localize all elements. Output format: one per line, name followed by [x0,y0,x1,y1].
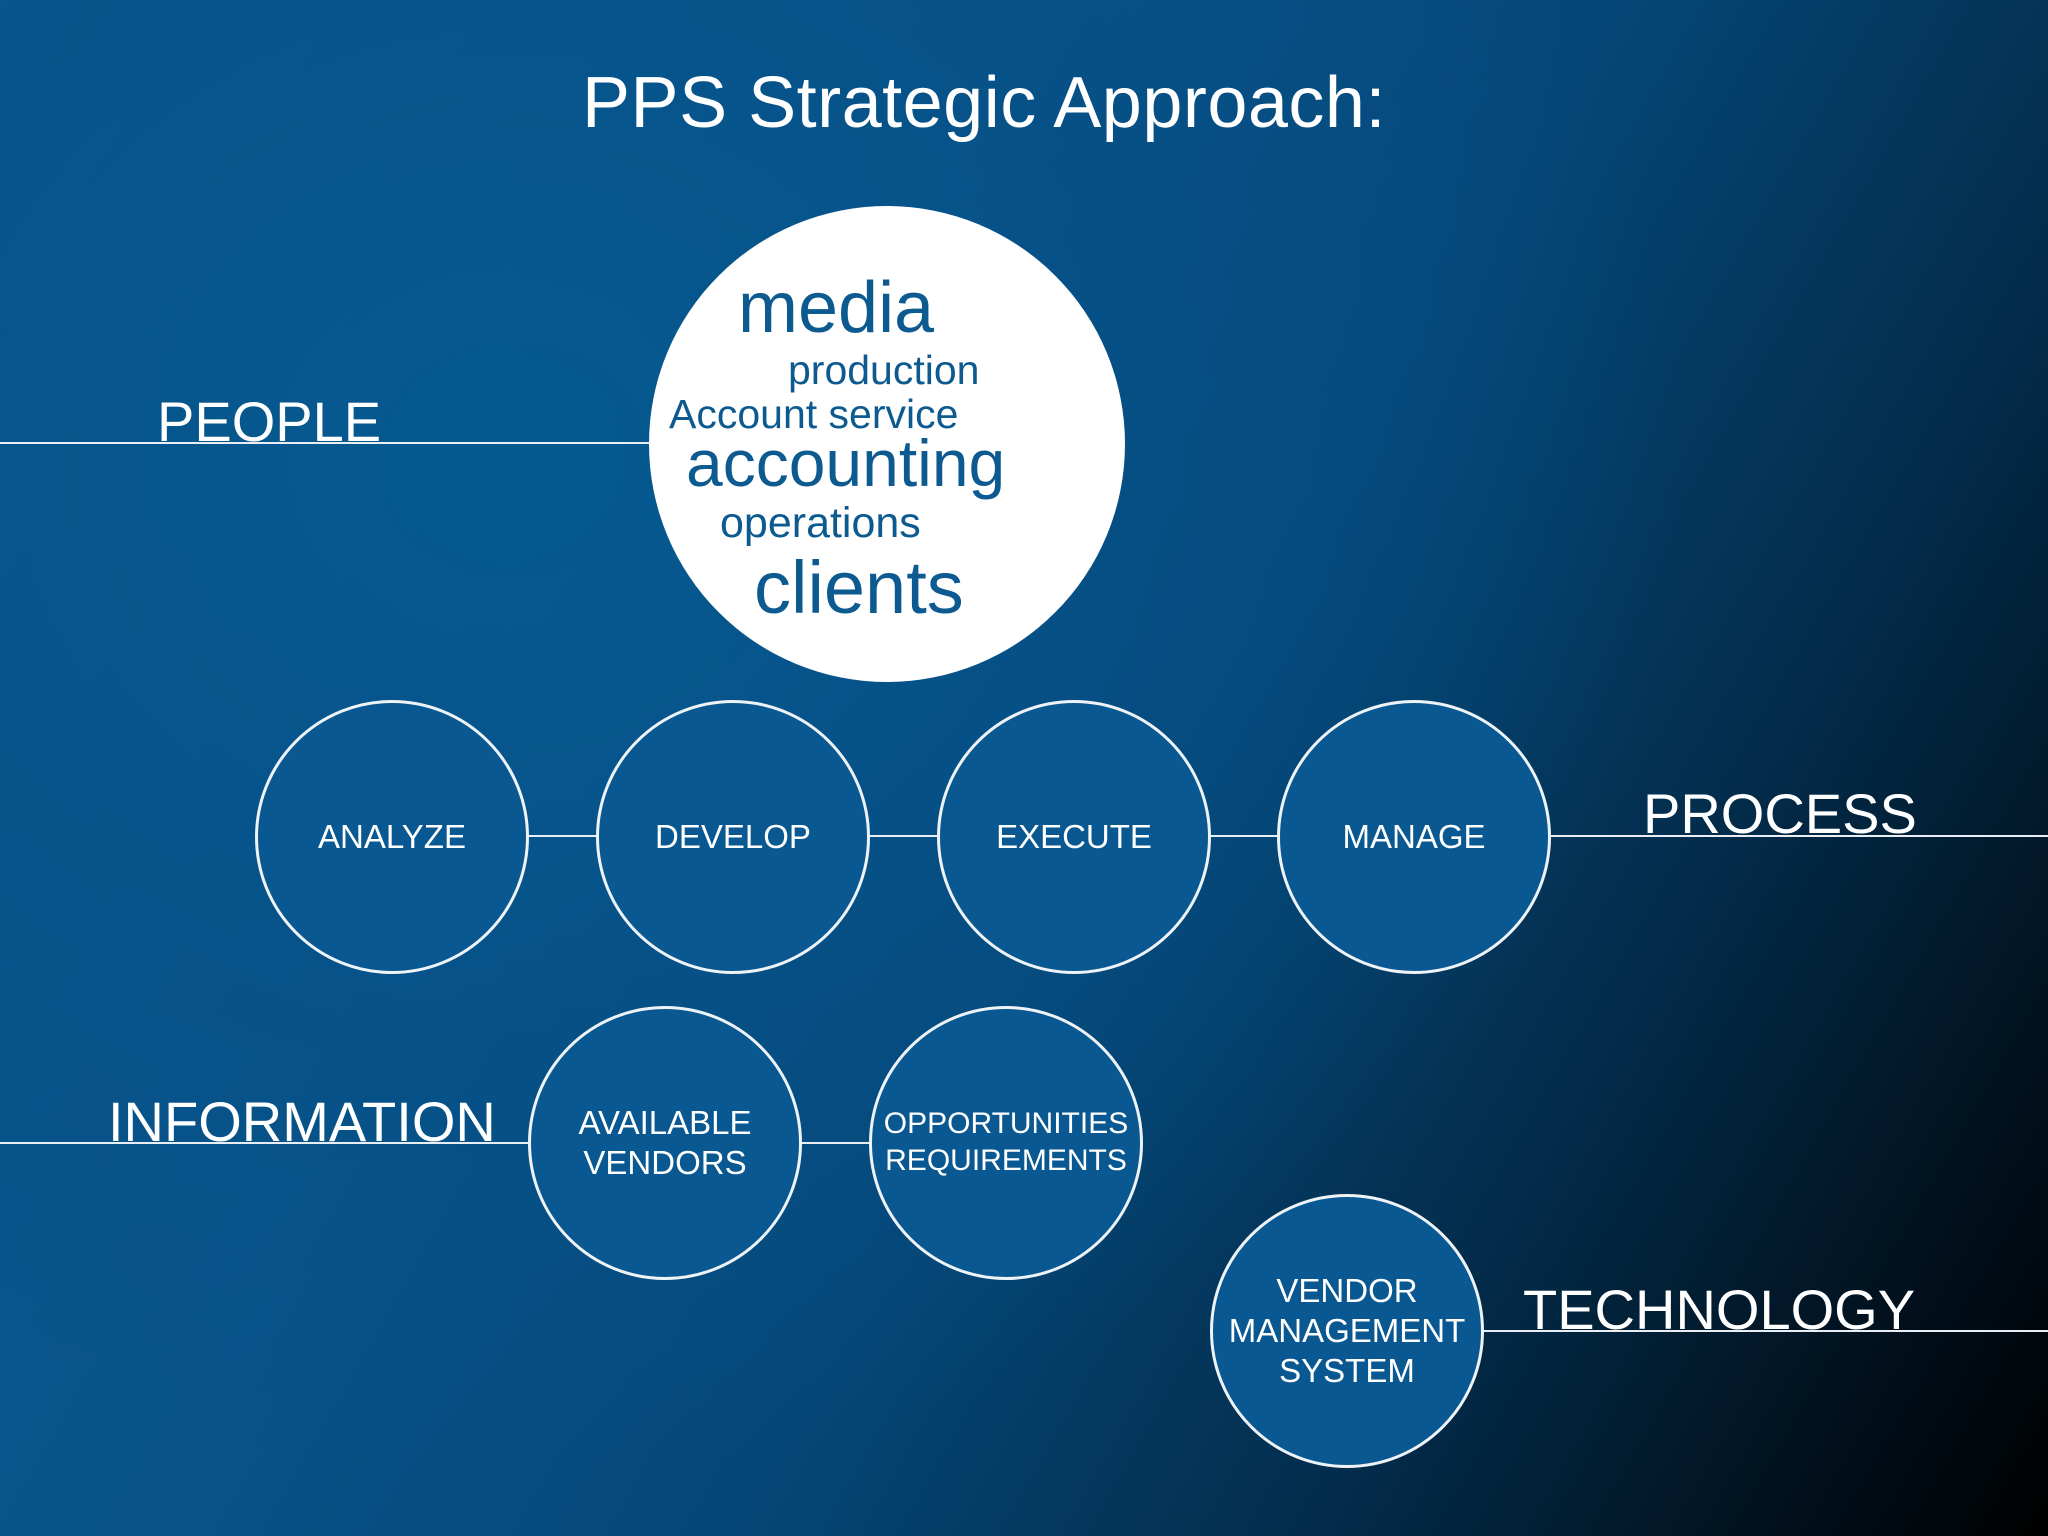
step-analyze-label: ANALYZE [318,817,466,855]
step-execute-label: EXECUTE [996,817,1152,855]
vms-line3: SYSTEM [1279,1352,1415,1390]
process-connector-3 [1209,835,1279,837]
information-connector [798,1142,870,1144]
step-manage: MANAGE [1277,700,1551,974]
people-label: PEOPLE [157,390,382,453]
available-vendors-line1: AVAILABLE [578,1103,752,1141]
people-circle: media production Account service account… [649,206,1125,682]
vendor-management-circle: VENDOR MANAGEMENT SYSTEM [1210,1194,1484,1468]
step-execute: EXECUTE [937,700,1211,974]
step-develop: DEVELOP [596,700,870,974]
available-vendors-circle: AVAILABLE VENDORS [528,1006,802,1280]
technology-label: TECHNOLOGY [1523,1278,1916,1341]
process-label: PROCESS [1643,782,1917,845]
people-line [0,442,660,444]
word-account-service: Account service [669,391,959,437]
slide-title: PPS Strategic Approach: [582,63,1386,143]
information-label: INFORMATION [108,1090,496,1153]
word-media: media [738,268,935,348]
information-line [0,1142,532,1144]
word-clients: clients [754,546,964,629]
step-develop-label: DEVELOP [655,817,811,855]
opportunities-circle: OPPORTUNITIES REQUIREMENTS [869,1006,1143,1280]
opportunities-line2: REQUIREMENTS [885,1144,1127,1177]
process-line [1549,835,2048,837]
step-analyze: ANALYZE [255,700,529,974]
process-connector-2 [868,835,938,837]
available-vendors-line2: VENDORS [583,1144,747,1181]
word-operations: operations [720,499,921,547]
vms-line2: MANAGEMENT [1228,1311,1466,1349]
vms-line1: VENDOR [1276,1271,1418,1309]
step-manage-label: MANAGE [1342,817,1486,855]
technology-line [1480,1330,2048,1332]
word-accounting: accounting [686,426,1006,500]
opportunities-line1: OPPORTUNITIES [883,1107,1129,1141]
word-production: production [788,347,980,393]
process-connector-1 [528,835,598,837]
